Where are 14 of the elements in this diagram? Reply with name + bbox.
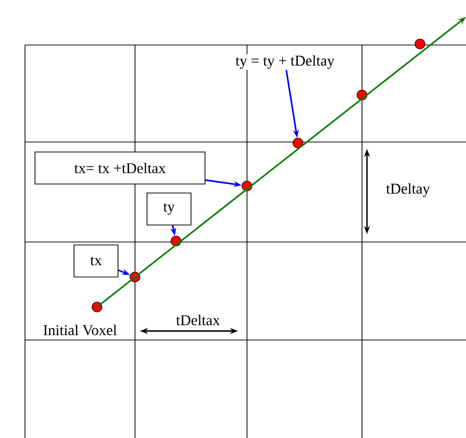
intersection-dot bbox=[92, 302, 102, 312]
intersection-dot bbox=[130, 272, 140, 282]
text-box: tx= tx +tDeltax bbox=[34, 152, 206, 184]
intersection-dot bbox=[292, 138, 304, 148]
dimension-label: tDeltax bbox=[176, 314, 220, 326]
text-box: ty bbox=[146, 192, 192, 226]
dimension-label: tDeltay bbox=[386, 183, 430, 197]
intersection-dot bbox=[414, 38, 426, 50]
intersection-dot bbox=[356, 90, 368, 100]
formula-text: ty = ty + tDeltay bbox=[234, 54, 336, 70]
text-box: tx bbox=[74, 244, 118, 278]
intersection-dot bbox=[242, 180, 252, 192]
point-label: Initial Voxel bbox=[44, 324, 117, 336]
intersection-dot bbox=[170, 236, 182, 246]
